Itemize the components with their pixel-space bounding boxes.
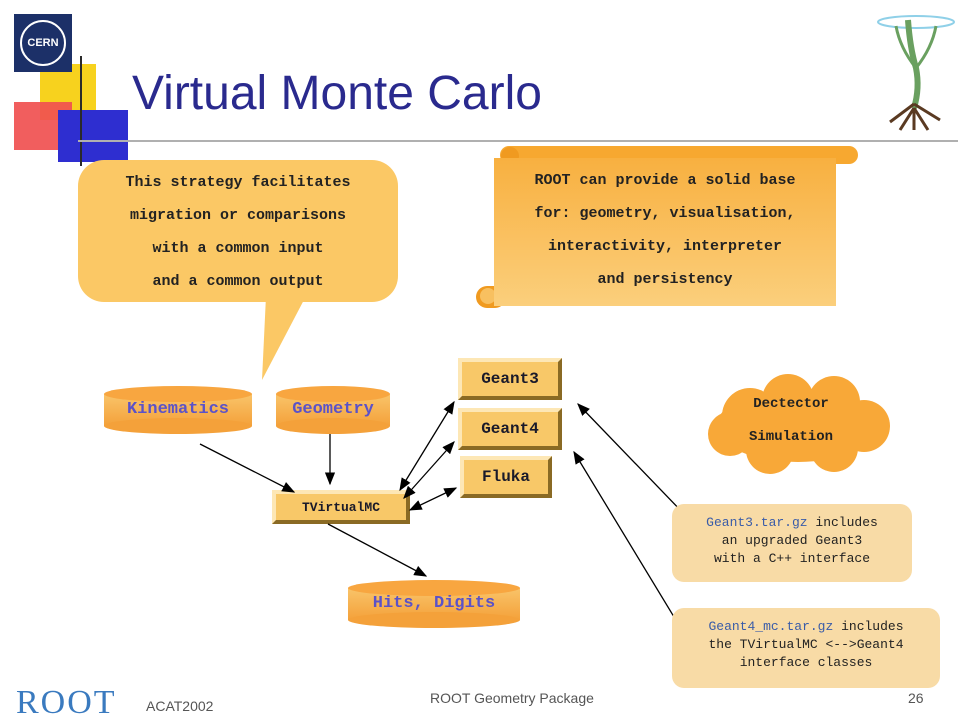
cern-logo-text: CERN [27, 37, 59, 49]
tvirtualmc-label: TVirtualMC [301, 499, 380, 515]
strategy-callout: This strategy facilitates migration or c… [78, 160, 398, 302]
scroll-line: interactivity, interpreter [547, 238, 783, 255]
decor-vertical-line [80, 56, 82, 166]
page-number: 26 [908, 690, 924, 706]
geant4-label: Geant4 [481, 420, 539, 438]
page-title: Virtual Monte Carlo [132, 67, 542, 120]
geant4-box: Geant4 [458, 408, 562, 450]
title-underline [78, 140, 958, 142]
detector-cloud-shape [708, 374, 890, 474]
note-text: with a C++ interface [713, 551, 871, 566]
geant3-note: Geant3.tar.gz includes an upgraded Geant… [672, 504, 912, 582]
geant4-note: Geant4_mc.tar.gz includes the TVirtualMC… [672, 608, 940, 688]
fluka-box: Fluka [460, 456, 552, 498]
geometry-store: Geometry [276, 386, 390, 434]
hits-digits-store: Hits, Digits [348, 580, 520, 628]
geant3-tarball-link[interactable]: Geant3.tar.gz [706, 515, 808, 530]
decor-blue-square [58, 110, 128, 162]
tvirtualmc-box: TVirtualMC [272, 490, 410, 524]
kinematics-store: Kinematics [104, 386, 252, 434]
hits-digits-label: Hits, Digits [372, 594, 496, 613]
arrow-tvirtualmc-geant4 [403, 441, 455, 499]
note-text: includes [833, 619, 904, 634]
arrow-tvirtualmc-geant3 [399, 400, 455, 492]
arrow-note-to-geant4 [573, 450, 689, 641]
arrow-tvirtualmc-to-hits [327, 523, 428, 577]
kinematics-label: Kinematics [126, 400, 230, 419]
callout-line: This strategy facilitates [125, 174, 351, 191]
cloud-line: Simulation [748, 429, 833, 445]
root-figure-icon [877, 15, 955, 131]
scroll-line: for: geometry, visualisation, [534, 205, 796, 222]
geant3-box: Geant3 [458, 358, 562, 400]
callout-line: migration or comparisons [129, 207, 347, 224]
geometry-label: Geometry [292, 400, 374, 419]
geant4-tarball-link[interactable]: Geant4_mc.tar.gz [708, 619, 834, 634]
scroll-line: ROOT can provide a solid base [534, 172, 796, 189]
detector-simulation-label: Dectector Simulation [716, 388, 866, 454]
arrow-kinematics-to-tvirtualmc [199, 443, 296, 493]
root-base-scroll: ROOT can provide a solid base for: geome… [494, 158, 836, 306]
bubble-tail [262, 296, 306, 380]
fluka-label: Fluka [481, 468, 530, 486]
geant3-label: Geant3 [481, 370, 539, 388]
callout-line: and a common output [152, 273, 324, 290]
footer-event: ACAT2002 [146, 698, 214, 714]
note-text: interface classes [739, 655, 873, 670]
root-logo-text: ROOT [16, 684, 117, 721]
note-text: an upgraded Geant3 [721, 533, 863, 548]
scroll-line: and persistency [597, 271, 733, 288]
note-text: includes [807, 515, 878, 530]
footer-title: ROOT Geometry Package [430, 690, 594, 706]
callout-line: with a common input [152, 240, 324, 257]
cloud-line: Dectector [753, 396, 829, 412]
note-text: the TVirtualMC <-->Geant4 [708, 637, 904, 652]
arrow-tvirtualmc-fluka [408, 487, 458, 511]
arrow-note-to-geant3 [577, 403, 687, 517]
cern-logo-icon: CERN [14, 14, 72, 72]
